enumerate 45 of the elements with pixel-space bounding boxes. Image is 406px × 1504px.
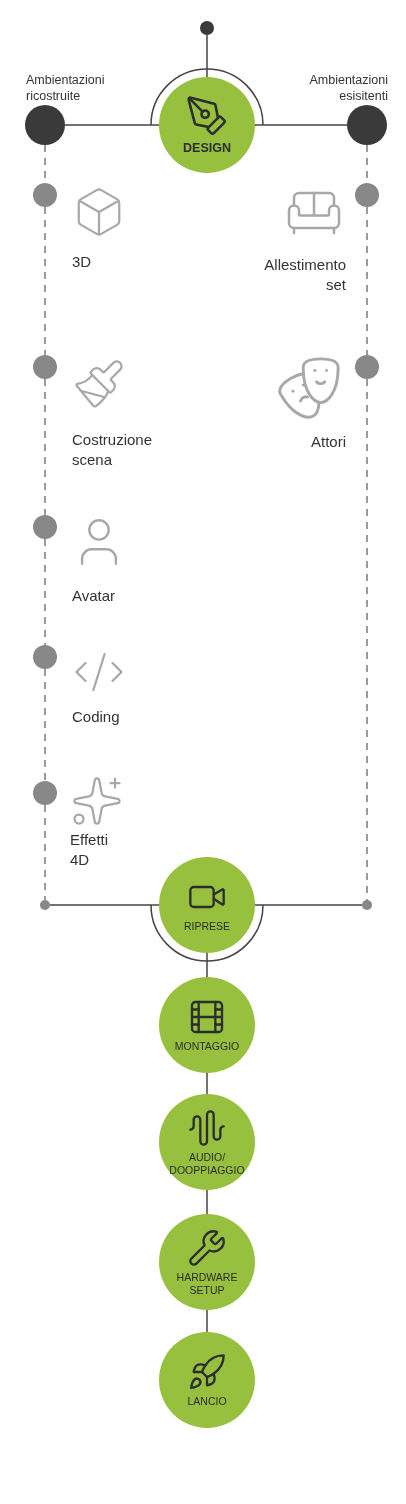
step-circle bbox=[159, 857, 255, 953]
timeline-dot bbox=[200, 21, 214, 35]
connector-line bbox=[206, 1189, 208, 1215]
step-label: Ambientazioni esisitenti bbox=[308, 72, 388, 105]
step-label: Costruzione scena bbox=[72, 430, 154, 469]
step-label: Ambientazioni ricostruite bbox=[26, 72, 106, 105]
step-title: AUDIO/ DOOPPIAGGIO bbox=[168, 1150, 246, 1177]
timeline-dot bbox=[40, 900, 50, 910]
step-title: RIPRESE bbox=[183, 920, 231, 933]
connector-line bbox=[254, 904, 363, 906]
dashed-connector bbox=[44, 804, 46, 901]
dashed-connector bbox=[44, 668, 46, 782]
connector-line bbox=[254, 124, 348, 126]
connector-line bbox=[206, 952, 208, 978]
step-title: DESIGN bbox=[183, 141, 231, 156]
connector-line bbox=[206, 1072, 208, 1095]
connector-line bbox=[64, 124, 160, 126]
step-circle bbox=[159, 77, 255, 173]
step-label: Attori bbox=[310, 432, 346, 452]
timeline-dot bbox=[355, 183, 379, 207]
timeline-dot bbox=[33, 781, 57, 805]
dashed-connector bbox=[44, 206, 46, 356]
step-label: Effetti 4D bbox=[70, 830, 110, 869]
step-title: LANCIO bbox=[187, 1395, 227, 1408]
dashed-connector bbox=[44, 378, 46, 516]
timeline-node bbox=[25, 105, 65, 145]
timeline-dot bbox=[362, 900, 372, 910]
step-label: Avatar bbox=[72, 586, 117, 606]
connector-line bbox=[49, 904, 160, 906]
timeline-dot bbox=[33, 183, 57, 207]
timeline-dot bbox=[355, 355, 379, 379]
connector-line bbox=[206, 34, 208, 78]
connector-line bbox=[206, 1309, 208, 1333]
dashed-connector bbox=[366, 378, 368, 901]
step-title: MONTAGGIO bbox=[174, 1040, 240, 1053]
timeline-dot bbox=[33, 355, 57, 379]
dashed-connector bbox=[44, 538, 46, 646]
timeline-node bbox=[347, 105, 387, 145]
step-label: 3D bbox=[72, 252, 93, 272]
timeline-dot bbox=[33, 515, 57, 539]
step-label: Allestimento set bbox=[263, 255, 346, 294]
timeline-dot bbox=[33, 645, 57, 669]
step-label: Coding bbox=[72, 707, 121, 727]
step-title: HARDWARE SETUP bbox=[175, 1270, 239, 1297]
dashed-connector bbox=[366, 206, 368, 356]
